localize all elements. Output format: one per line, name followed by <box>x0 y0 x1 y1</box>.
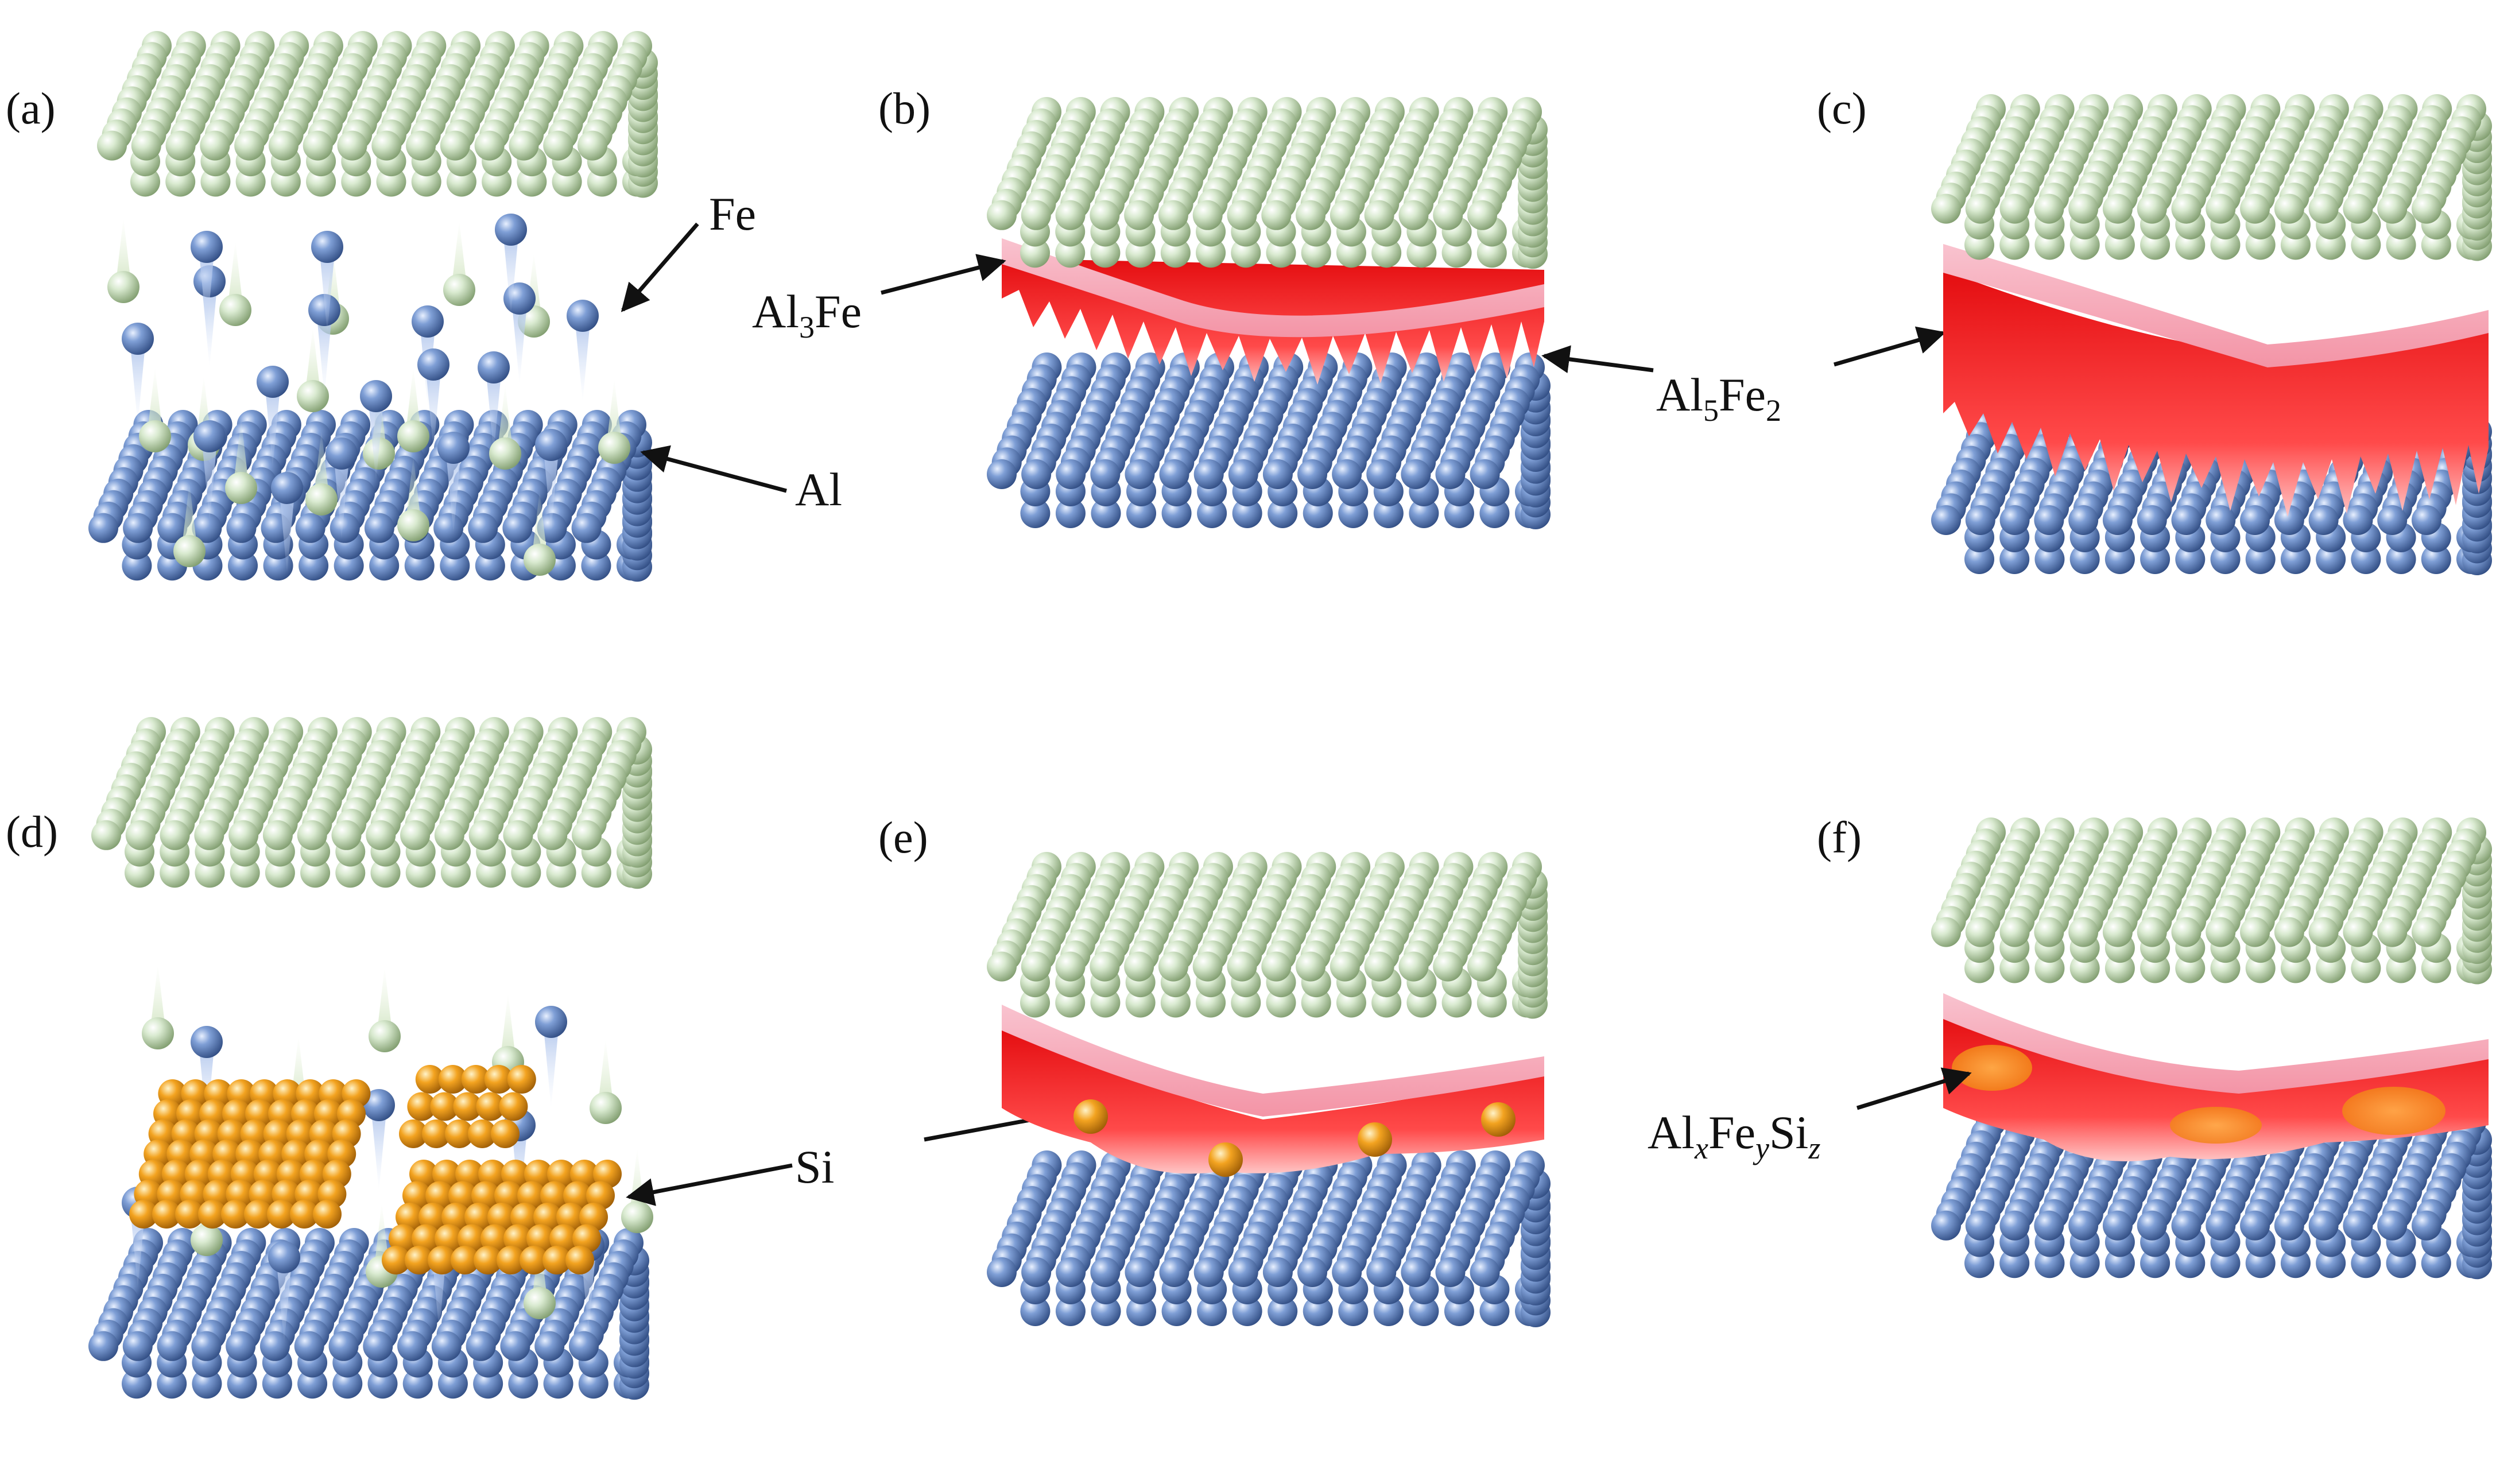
al5fe2-label: Al5Fe2 <box>1656 369 1781 428</box>
panel-c: (c) <box>1817 83 2492 575</box>
fe-top-block <box>1931 94 2492 261</box>
panel-b: (b) Al3Fe <box>752 83 1551 529</box>
al-substrate-block <box>987 352 1551 529</box>
si-cluster-top <box>399 1065 536 1148</box>
panel-label-c: (c) <box>1817 83 1867 133</box>
si-annotation: Si <box>626 1101 1082 1206</box>
al-substrate-block <box>987 1150 1551 1327</box>
al5fe2-spike-layer <box>1943 270 2489 517</box>
al-arrow <box>640 445 787 493</box>
panel-label-d: (d) <box>6 807 58 857</box>
al5fe2-annotation: Al5Fe2 <box>1541 326 1946 428</box>
panel-d: (d) <box>6 717 653 1400</box>
al3fe-layer <box>1943 993 2489 1094</box>
fe-top-block <box>97 31 658 198</box>
panel-label-f: (f) <box>1817 812 1862 862</box>
al-label: Al <box>795 463 842 516</box>
panel-a: (a) Fe Al <box>6 31 842 582</box>
al5fe2-arrow-right <box>1834 326 1946 367</box>
diffusing-atoms <box>107 214 630 576</box>
al-substrate-block <box>88 410 652 582</box>
fe-top-block <box>1931 817 2492 985</box>
fe-top-block <box>91 717 652 889</box>
si-cluster-left <box>129 1079 371 1229</box>
si-particles <box>1073 1099 1516 1177</box>
si-label: Si <box>795 1141 834 1193</box>
fe-top-block <box>987 852 1548 1019</box>
fe-label: Fe <box>709 188 756 240</box>
intermetallic-layer <box>1002 1028 1544 1174</box>
panel-label-b: (b) <box>878 83 931 133</box>
panel-label-a: (a) <box>6 83 56 133</box>
si-arrow-left <box>626 1163 793 1206</box>
al3fe-layer <box>1943 244 2489 367</box>
panel-e: (e) <box>878 812 1551 1327</box>
si-cluster-right <box>382 1160 622 1274</box>
fe-arrow <box>621 222 699 312</box>
al3fe-layer <box>1002 1005 1544 1117</box>
panel-label-e: (e) <box>878 812 928 862</box>
fe-top-block <box>987 97 1548 269</box>
alxfeysiz-blobs <box>1952 1045 2445 1144</box>
al5fe2-arrow-left <box>1541 345 1654 374</box>
alxfeysiz-arrow <box>1856 1067 1972 1110</box>
al3fe-layer <box>1002 238 1544 338</box>
al3fe-arrow <box>881 254 1006 295</box>
panel-f: (f) AlxFeySiz <box>1648 812 2492 1280</box>
al3fe-label: Al3Fe <box>752 285 862 344</box>
alxfeysiz-label: AlxFeySiz <box>1648 1106 1820 1165</box>
